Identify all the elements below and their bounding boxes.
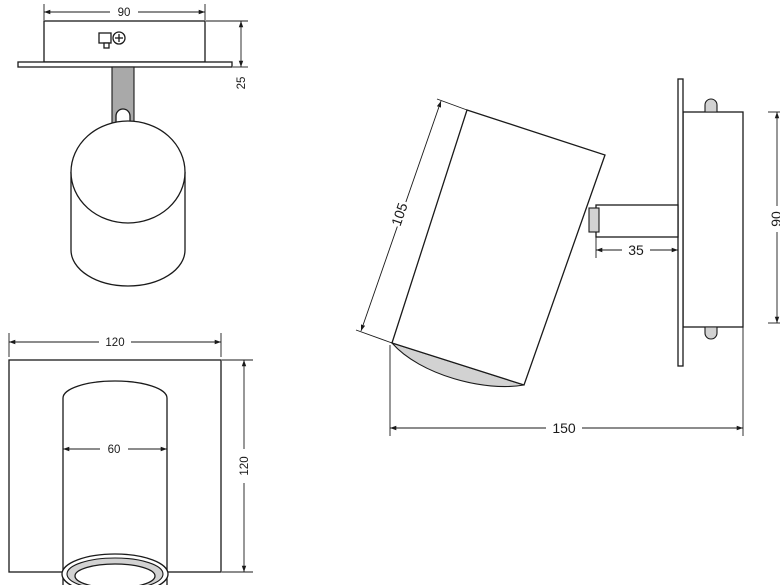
dimension-top-width: 90: [43, 4, 206, 20]
dim-label-side-length: 105: [388, 201, 411, 228]
side-arm-collar: [588, 207, 600, 233]
side-screw-top-icon: [704, 98, 718, 113]
dimension-side-depth: 150: [389, 327, 744, 436]
front-cylinder-body: [62, 380, 168, 585]
dimension-side-arm: 35: [595, 237, 678, 258]
dim-label-front-width: 120: [105, 337, 124, 349]
side-screw-bottom-icon: [704, 326, 718, 340]
dim-label-top-width: 90: [118, 7, 131, 19]
dim-label-front-inner: 60: [108, 444, 121, 456]
side-wall-plate: [677, 78, 684, 367]
front-view: 120 120 60: [8, 333, 253, 585]
dimension-top-height: 25: [206, 20, 249, 94]
dimension-front-inner: 60: [63, 441, 167, 456]
side-arm: [595, 204, 679, 238]
top-cylinder-cap: [70, 120, 186, 224]
top-pivot-tab: [115, 108, 131, 125]
dim-label-top-height: 25: [236, 77, 248, 90]
top-view: 90 25: [17, 4, 249, 287]
dim-label-side-depth: 150: [552, 420, 576, 436]
front-opening-inner: [74, 563, 156, 585]
screw-icon: [98, 31, 126, 49]
dimension-front-height: 120: [222, 359, 253, 573]
dimension-side-length: 105: [355, 98, 468, 344]
top-mount-plate: [17, 61, 233, 68]
dim-label-side-arm: 35: [628, 242, 644, 258]
dimension-front-width: 120: [8, 333, 222, 357]
side-view: 35 105 150 90: [355, 78, 780, 436]
dim-label-side-plate: 90: [768, 211, 780, 227]
dimension-side-plate: 90: [768, 111, 780, 324]
dim-label-front-height: 120: [239, 456, 251, 475]
side-back-box: [682, 111, 744, 328]
